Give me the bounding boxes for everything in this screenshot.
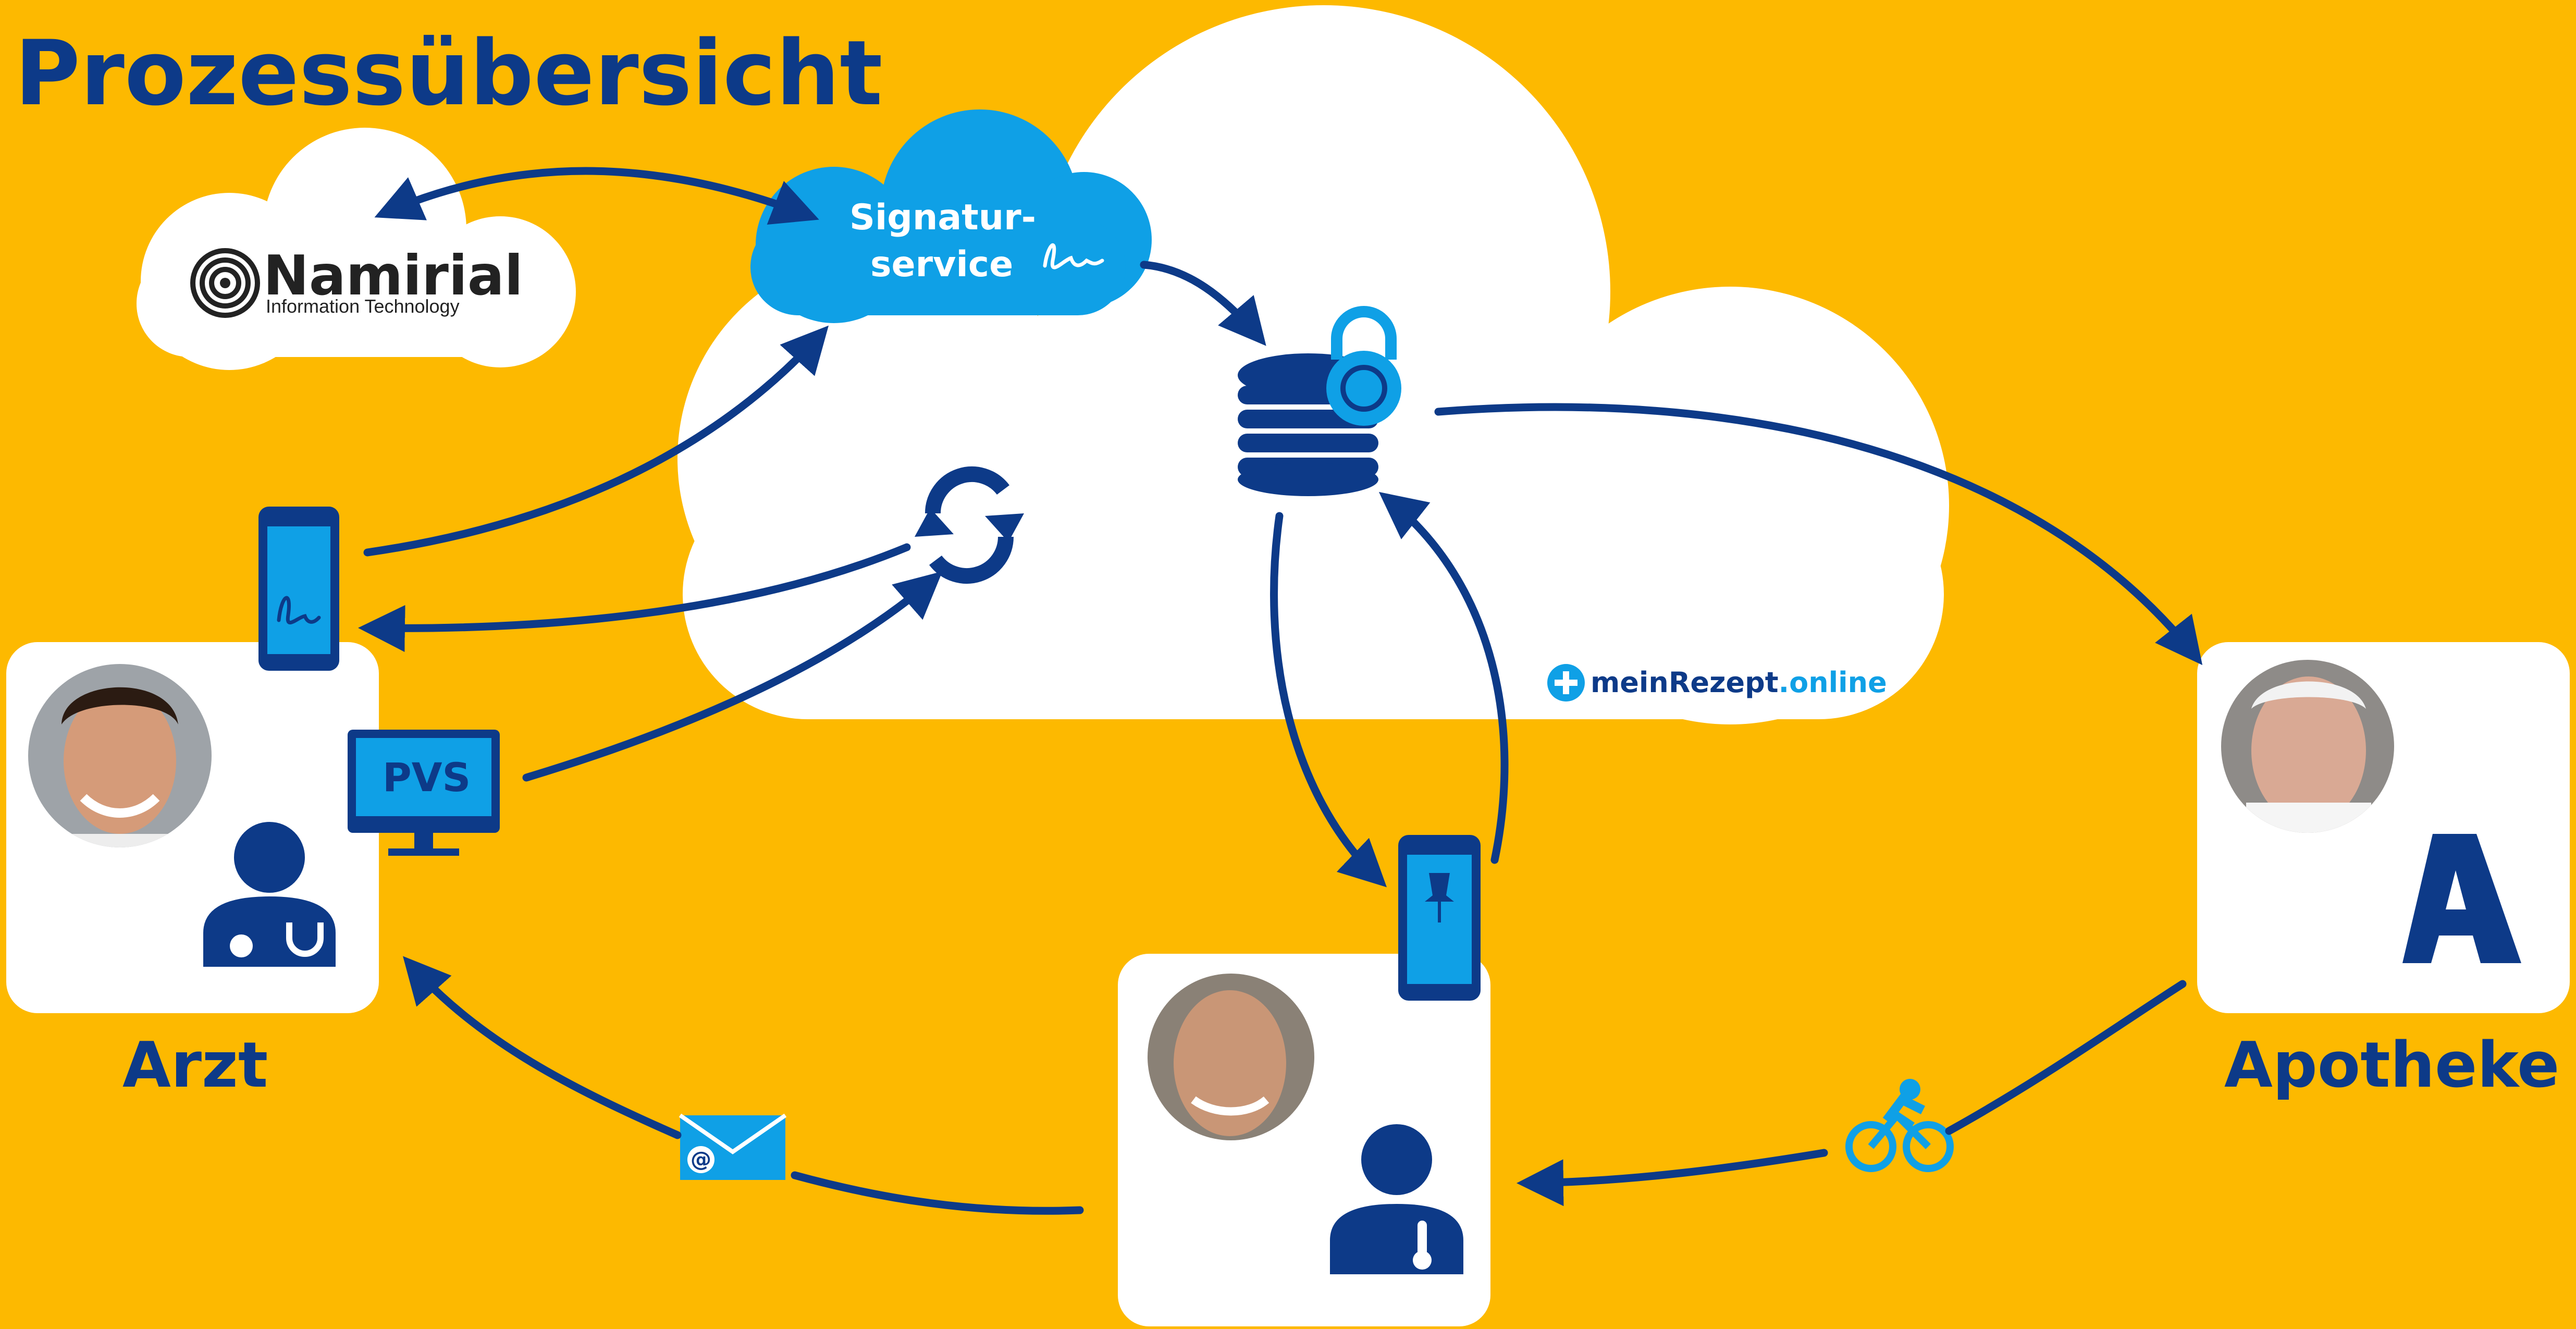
- pvs-monitor: PVS: [348, 730, 500, 856]
- namirial-logo: Namirial Information Technology: [190, 244, 523, 318]
- meinrezept-logo: meinRezept.online: [1547, 664, 1887, 702]
- arrow-signature-database: [1140, 261, 1266, 346]
- doctor-label: Arzt: [122, 1029, 268, 1102]
- arrow-courier-patient: [1517, 1149, 1828, 1207]
- target-logo-icon: [190, 248, 260, 318]
- email-at-icon: @: [679, 1113, 787, 1180]
- doctor-stethoscope-icon: [203, 822, 336, 967]
- signature-service-label-1: Signatur-: [849, 197, 1036, 238]
- sync-arrows-icon: [915, 466, 1024, 584]
- signature-service-label-2: service: [870, 244, 1013, 285]
- arrow-patientphone-database: [1378, 491, 1509, 864]
- flow-arrows: [358, 167, 2203, 1215]
- monitor-icon: [348, 730, 500, 856]
- arrow-email-doctor: [403, 956, 682, 1139]
- pharmacy-label: Apotheke: [2224, 1029, 2559, 1102]
- patient-photo: [1148, 974, 1314, 1140]
- page-title: Prozessübersicht: [15, 21, 883, 126]
- arrow-pharmacy-courier: [1945, 980, 2187, 1135]
- svg-text:meinRezept.online: meinRezept.online: [1591, 666, 1887, 699]
- arrow-namirial-signature: [374, 167, 819, 225]
- namirial-cloud: [137, 128, 576, 370]
- signature-icon: [1043, 243, 1104, 269]
- database-lock-icon: [1238, 306, 1401, 496]
- namirial-tagline: Information Technology: [266, 296, 460, 317]
- namirial-name: Namirial: [263, 244, 523, 307]
- patient-thermometer-icon: [1330, 1124, 1463, 1274]
- arrow-doctorphone-signature: [363, 325, 829, 557]
- pharmacy-a-icon: [2402, 834, 2521, 963]
- arrow-database-pharmacy: [1434, 403, 2203, 666]
- svg-text:@: @: [691, 1148, 711, 1172]
- doctor-photo: [28, 664, 212, 847]
- bicycle-courier-icon: [1845, 1079, 1954, 1172]
- pin-phone-icon: [1398, 835, 1481, 1001]
- brand-main: meinRezept: [1591, 666, 1779, 699]
- arrow-patient-email: [791, 1171, 1084, 1215]
- brand-tld: .online: [1779, 666, 1887, 699]
- signature-phone-icon: [258, 507, 339, 671]
- arrow-sync-doctorphone: [358, 543, 911, 652]
- arrow-database-patientphone: [1270, 512, 1387, 888]
- pharmacist-photo: [2221, 660, 2394, 833]
- arrow-pvs-sync: [522, 571, 943, 782]
- pvs-label: PVS: [383, 754, 471, 801]
